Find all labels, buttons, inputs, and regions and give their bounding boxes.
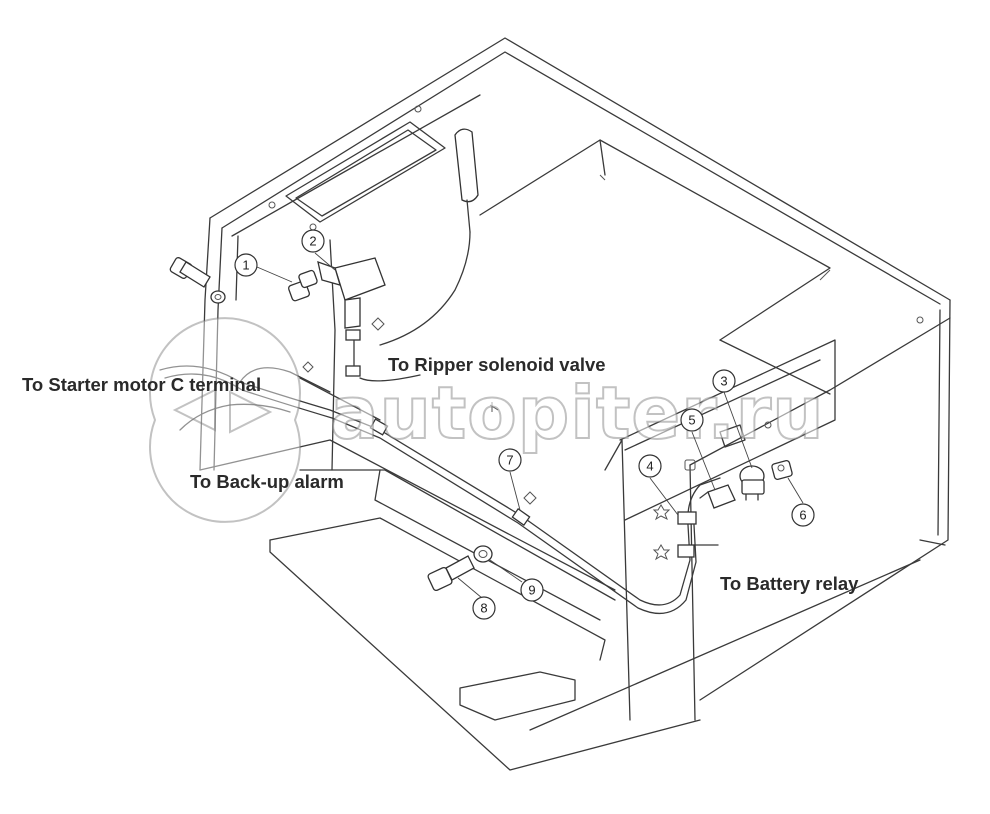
wiring-harness — [159, 361, 721, 615]
machine-body-outline — [199, 37, 951, 771]
panel-details — [684, 424, 746, 471]
watermark: autopiter.ru — [149, 317, 825, 523]
washer-part-9 — [473, 545, 493, 563]
callout-3: 3 — [712, 369, 736, 393]
callout-9: 9 — [520, 578, 544, 602]
label-backup-alarm: To Back-up alarm — [190, 471, 344, 492]
callout-3-number: 3 — [720, 374, 727, 389]
bolt-left — [169, 257, 226, 304]
callout-8-number: 8 — [480, 601, 487, 616]
relay-bracket-part-2 — [317, 257, 386, 377]
label-ripper-solenoid: To Ripper solenoid valve — [388, 354, 606, 375]
switch-part-3 — [739, 465, 765, 501]
watermark-logo-icon — [149, 317, 301, 523]
label-battery-relay: To Battery relay — [720, 573, 859, 594]
connector-part-1 — [288, 269, 318, 302]
callout-4-number: 4 — [646, 459, 653, 474]
label-starter-motor: To Starter motor C terminal — [22, 374, 261, 395]
callout-1-number: 1 — [242, 258, 249, 273]
control-lever — [379, 128, 479, 346]
callout-2-number: 2 — [309, 234, 316, 249]
callout-5-number: 5 — [688, 413, 695, 428]
callout-5: 5 — [680, 408, 704, 432]
watermark-text: autopiter.ru — [330, 371, 825, 455]
relay-part-5 — [699, 484, 736, 509]
connector-part-6 — [771, 459, 793, 481]
callout-leaders — [256, 252, 804, 599]
callout-8: 8 — [472, 596, 496, 620]
callout-2: 2 — [301, 229, 325, 253]
callout-6-number: 6 — [799, 508, 806, 523]
callout-9-number: 9 — [528, 583, 535, 598]
bolt-bottom-part-8 — [427, 555, 475, 592]
callout-6: 6 — [791, 503, 815, 527]
callout-7: 7 — [498, 448, 522, 472]
callout-1: 1 — [234, 253, 258, 277]
callout-4: 4 — [638, 454, 662, 478]
callout-7-number: 7 — [506, 453, 513, 468]
